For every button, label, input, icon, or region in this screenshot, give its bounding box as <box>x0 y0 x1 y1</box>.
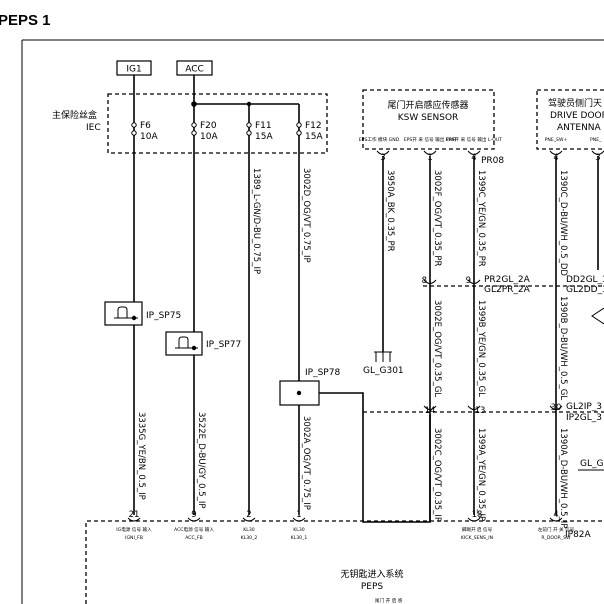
splice-sp77-label: IP_SP77 <box>206 340 241 350</box>
fuse-f11-rating: 15A <box>255 132 273 142</box>
wire-label-1399b: 1399B_YE/GN_0.35_GL <box>476 300 486 397</box>
wire-label-3002c: 3002C_OG/VT_0.35_IP <box>432 428 442 522</box>
peps-pin-en-2: KL30_2 <box>241 535 258 541</box>
inline-pin-9: 9 <box>466 276 471 286</box>
svg-text:ACC: ACC <box>185 65 204 75</box>
fuse-f20-name: F20 <box>200 121 217 131</box>
wire-label-1390c: 1390C_D-BU/WH_0.5_DD <box>558 170 568 276</box>
peps-pin-en-4: R_DOOR_SW <box>541 535 571 541</box>
splice-sp78-label: IP_SP78 <box>305 368 340 378</box>
fuse-box-label-cn: 主保险丝盒 <box>52 109 97 121</box>
source-acc: ACC <box>176 60 213 76</box>
peps-connector-arcs <box>127 517 563 522</box>
peps-pin-cn-4: 左前门 开 关 信号 <box>538 526 575 533</box>
fuse-f12-name: F12 <box>305 121 322 131</box>
inline-pin-8: 8 <box>422 276 427 286</box>
peps-pin-9: 9 <box>191 510 196 520</box>
ksw-pin-label-lout: EPS开 采 信号 输出 L-OUT <box>446 136 502 143</box>
door-right-connector <box>591 307 604 325</box>
page-title: PEPS 1 <box>0 12 51 29</box>
peps-pin-en-9: ACC_FB <box>185 535 203 541</box>
wire-label-1399c: 1399C_YE/GN_0.35_PR <box>476 170 486 267</box>
wire-label-3002e: 3002E_OG/VT_0.35_GL <box>432 300 442 397</box>
fuse-box <box>107 93 328 154</box>
door-pin-label-2: PNE_ <box>590 137 602 143</box>
peps-pin-cn-2: KL30 <box>243 527 254 533</box>
ksw-pin-label-gnd: EPS工作 模块 GND <box>359 136 400 143</box>
peps-bottom-cn: 尾门 开 启 感 <box>375 597 403 604</box>
ksw-title-en: KSW SENSOR <box>398 113 459 123</box>
peps-pin-en-18: KICK_SENS_IN <box>461 535 493 541</box>
ksw-connector: PR08 <box>481 156 504 166</box>
dd2gl-bot: GL2DD_3 <box>566 285 604 295</box>
wire-label-1389: 1389_L-GN/D-BU_0.75_IP <box>251 168 261 274</box>
dd2gl-top: DD2GL_3 <box>566 275 604 285</box>
fuse-f6-name: F6 <box>140 121 151 131</box>
fuse-box-label-en: IEC <box>86 123 101 133</box>
peps-pin-18: 18 <box>472 510 483 520</box>
fuse-f11-name: F11 <box>255 121 272 131</box>
wire-label-3950a: 3950A_BK_0.35_PR <box>385 170 395 252</box>
ksw-connector-arcs <box>376 150 481 155</box>
peps-pin-1: 1 <box>296 510 301 520</box>
fuse-f6-rating: 10A <box>140 132 158 142</box>
wire-label-3002a: 3002A_OG/VT_0.75_IP <box>301 416 311 510</box>
ksw-pin-label-pwr: EPS开 采 信号 输出 PWR <box>404 136 457 143</box>
bus-junction <box>191 101 197 107</box>
splice-sp75 <box>104 301 143 326</box>
peps-pin-2: 2 <box>246 510 251 520</box>
peps-pin-21: 21 <box>129 510 140 520</box>
peps-pin-cn-9: ACC电源 信号 输入 <box>174 526 214 533</box>
door-title-cn: 驾驶员侧门天 <box>548 97 602 109</box>
pr2gl-bot: GL2PR_2A <box>484 285 531 295</box>
splice-sp78-dot <box>296 390 302 396</box>
peps-pin-cn-1: KL30 <box>293 527 304 533</box>
peps-module-box <box>85 520 604 604</box>
wire-label-1399a: 1399A_YE/GN_0.35_IP <box>476 428 486 521</box>
ksw-sensor-box <box>362 89 495 150</box>
source-ig1: IG1 <box>116 60 152 76</box>
wire-label-3002f: 3002F_OG/VT_0.35_PR <box>432 170 442 266</box>
svg-text:IG1: IG1 <box>126 65 141 75</box>
door-connector-arcs <box>549 150 604 155</box>
door-antenna-box <box>536 89 604 150</box>
pr2gl-top: PR2GL_2A <box>484 275 531 285</box>
peps-title-en: PEPS <box>361 582 384 592</box>
peps-title-cn: 无钥匙进入系统 <box>340 568 403 580</box>
fuse-f12-rating: 15A <box>305 132 323 142</box>
door-pin-label-1: PNE_SW+ <box>545 137 568 143</box>
ip82a-label: IP82A <box>565 530 592 540</box>
wire-label-1390a: 1390A_D-BU/WH_0.5_IP <box>558 428 568 528</box>
ground-label: GL_G301 <box>363 366 404 376</box>
gl2ip-bot: IP2GL_3 <box>566 413 602 423</box>
inline-arcs-pr2gl <box>423 279 481 284</box>
wire-label-1390b: 1390B_D-BU/WH_0.5_GL <box>558 296 568 400</box>
peps-pin-4: 4 <box>553 510 558 520</box>
peps-pin-cn-18: 脚踢开 启 信号 <box>462 526 493 533</box>
door-gl-ground: GL_G <box>580 459 603 469</box>
door-title-en-2: ANTENNA <box>557 123 602 133</box>
fuse-f20-rating: 10A <box>200 132 218 142</box>
ksw-title-cn: 尾门开启感应传感器 <box>387 99 468 111</box>
peps-pin-en-21: IGNI_FB <box>125 535 143 541</box>
fuse-symbol <box>131 122 302 136</box>
gl2ip-top: GL2IP_3 <box>566 402 602 412</box>
wire-label-3335g: 3335G_YE/BN_0.5_IP <box>136 412 146 500</box>
peps-pin-en-1: KL30_1 <box>291 535 308 541</box>
splice-sp77 <box>165 331 203 356</box>
inline-arcs-gl2ip <box>423 405 563 410</box>
wire-label-3002d: 3002D_OG/VT_0.75_IP <box>301 168 311 263</box>
door-title-en-1: DRIVE DOOR <box>550 111 604 121</box>
splice-sp75-label: IP_SP75 <box>146 311 181 321</box>
wire-label-3522e: 3522E_D-BU/GY_0.5_IP <box>196 412 206 508</box>
peps-pin-cn-21: IG电源 信号 输入 <box>116 526 152 533</box>
inline-pin-14: 14 <box>425 406 436 416</box>
inline-pin-13: 13 <box>475 406 486 416</box>
ground-symbol <box>374 351 392 362</box>
